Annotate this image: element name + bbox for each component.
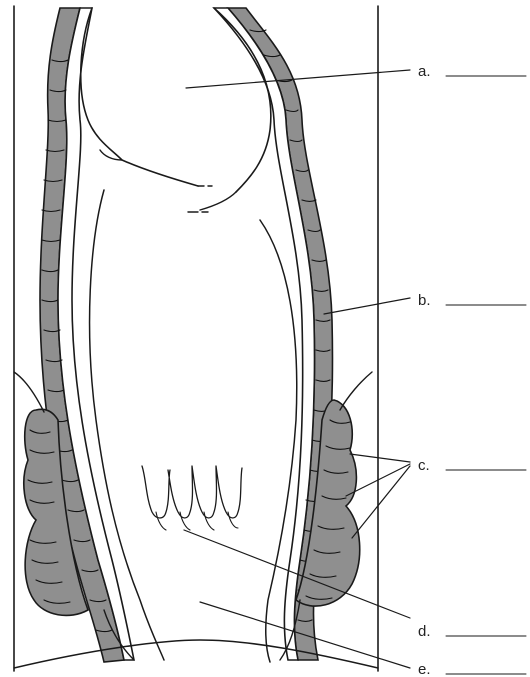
leader-c3 [352, 466, 410, 538]
label-d: d. [418, 623, 431, 640]
label-a: a. [418, 63, 431, 80]
label-group: a. b. c. d. e. [418, 63, 526, 677]
label-e: e. [418, 661, 431, 677]
leader-c1 [350, 454, 410, 462]
anal-columns [142, 466, 242, 530]
leader-a [186, 70, 410, 88]
label-b: b. [418, 292, 431, 309]
leader-b [324, 298, 410, 314]
label-c: c. [418, 457, 430, 474]
